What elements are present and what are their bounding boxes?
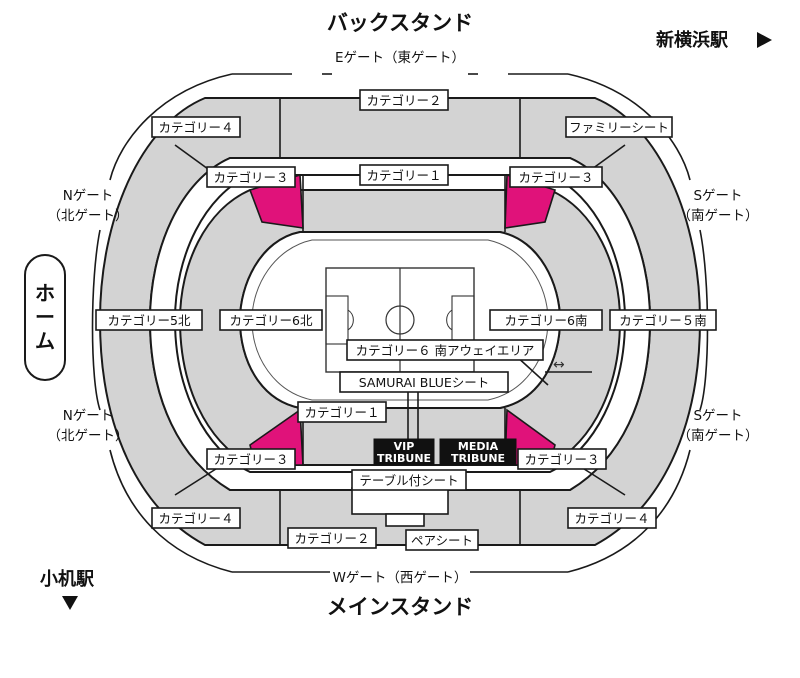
svg-text:TRIBUNE: TRIBUNE: [377, 452, 431, 465]
penalty-box-north: [325, 295, 349, 345]
center-circle: [385, 305, 415, 335]
shin-yokohama-station: 新横浜駅: [656, 29, 772, 51]
svg-text:カテゴリー３: カテゴリー３: [213, 452, 288, 467]
svg-text:ペアシート: ペアシート: [411, 533, 473, 548]
pair-seat-block: [385, 513, 425, 527]
svg-text:カテゴリー２: カテゴリー２: [294, 531, 369, 546]
svg-text:ー: ー: [35, 305, 55, 329]
svg-text:TRIBUNE: TRIBUNE: [451, 452, 505, 465]
label-category-4-nw[interactable]: カテゴリー４: [151, 116, 241, 138]
label-category-3-sw[interactable]: カテゴリー３: [206, 448, 296, 470]
label-category-6-south[interactable]: カテゴリー6南: [489, 309, 603, 331]
label-category-1-bottom[interactable]: カテゴリー１: [297, 401, 387, 423]
svg-text:カテゴリー３: カテゴリー３: [518, 170, 593, 185]
svg-text:ム: ム: [35, 329, 55, 353]
label-samurai-blue-seat[interactable]: SAMURAI BLUEシート: [339, 371, 509, 393]
north-gate-sub: （北ゲート）: [48, 208, 129, 224]
svg-text:VIP: VIP: [394, 440, 415, 453]
table-seat-block: [351, 487, 449, 515]
north-gate-lower: Nゲート （北ゲート）: [48, 408, 129, 444]
back-stand-title: バックスタンド: [327, 11, 473, 35]
svg-text:MEDIA: MEDIA: [458, 440, 499, 453]
kozukue-station: 小机駅: [40, 569, 95, 610]
label-media-tribune[interactable]: MEDIA TRIBUNE: [439, 438, 517, 466]
label-category-3-se[interactable]: カテゴリー３: [517, 448, 607, 470]
lower-stand-structure: [351, 380, 449, 527]
svg-text:カテゴリー5北: カテゴリー5北: [108, 313, 191, 328]
svg-text:カテゴリー４: カテゴリー４: [158, 511, 233, 526]
svg-text:カテゴリー１: カテゴリー１: [366, 168, 441, 183]
svg-text:カテゴリー３: カテゴリー３: [524, 452, 599, 467]
south-gate-sub: （南ゲート）: [678, 208, 759, 224]
penalty-arc-south: [446, 309, 453, 331]
svg-text:カテゴリー１: カテゴリー１: [304, 405, 379, 420]
shin-yokohama-label: 新横浜駅: [656, 29, 729, 51]
north-gate-label: Nゲート: [63, 188, 114, 204]
away-area-arrow-icon: ↔: [553, 357, 565, 373]
label-category-5-south[interactable]: カテゴリー５南: [609, 309, 717, 331]
east-gate-label: Eゲート（東ゲート）: [335, 50, 465, 66]
kozukue-label: 小机駅: [40, 569, 95, 590]
penalty-arc-north: [347, 309, 354, 331]
arrow-right-icon: [757, 32, 772, 48]
south-gate-label: Sゲート: [693, 188, 742, 204]
svg-text:カテゴリー５南: カテゴリー５南: [619, 313, 707, 328]
label-category-4-se[interactable]: カテゴリー４: [567, 507, 657, 529]
south-gate-sub: （南ゲート）: [678, 428, 759, 444]
label-category-5-north[interactable]: カテゴリー5北: [95, 309, 203, 331]
label-category-4-sw[interactable]: カテゴリー４: [151, 507, 241, 529]
svg-text:テーブル付シート: テーブル付シート: [359, 473, 458, 488]
main-stand-title: メインスタンド: [327, 595, 474, 619]
label-category-2-bottom[interactable]: カテゴリー２: [287, 527, 377, 549]
svg-text:カテゴリー６ 南アウェイエリア: カテゴリー６ 南アウェイエリア: [356, 343, 535, 358]
svg-text:カテゴリー6北: カテゴリー6北: [230, 313, 313, 328]
label-category-3-nw[interactable]: カテゴリー３: [206, 166, 296, 188]
pitch-area: [238, 231, 562, 409]
svg-text:カテゴリー３: カテゴリー３: [213, 170, 288, 185]
north-gate-sub: （北ゲート）: [48, 428, 129, 444]
arrow-down-icon: [62, 596, 78, 610]
svg-text:ホ: ホ: [35, 281, 55, 305]
svg-text:ファミリーシート: ファミリーシート: [569, 120, 669, 135]
label-category-6-north[interactable]: カテゴリー6北: [219, 309, 323, 331]
home-label: ホ ー ム: [24, 254, 66, 381]
label-category-1-top[interactable]: カテゴリー１: [359, 164, 449, 186]
svg-text:カテゴリー２: カテゴリー２: [366, 93, 441, 108]
label-family-seat[interactable]: ファミリーシート: [565, 116, 673, 138]
west-gate-label: Wゲート（西ゲート）: [333, 570, 468, 586]
label-category-3-ne[interactable]: カテゴリー３: [509, 166, 603, 188]
svg-text:カテゴリー6南: カテゴリー6南: [505, 313, 588, 328]
svg-text:SAMURAI BLUEシート: SAMURAI BLUEシート: [359, 375, 490, 390]
svg-text:カテゴリー４: カテゴリー４: [158, 120, 233, 135]
north-gate-label: Nゲート: [63, 408, 114, 424]
label-pair-seat[interactable]: ペアシート: [405, 529, 479, 551]
label-category-6-away[interactable]: カテゴリー６ 南アウェイエリア: [346, 339, 544, 361]
label-category-2-top[interactable]: カテゴリー２: [359, 89, 449, 111]
north-gate-upper: Nゲート （北ゲート）: [48, 188, 129, 224]
south-gate-upper: Sゲート （南ゲート）: [678, 188, 759, 224]
south-gate-lower: Sゲート （南ゲート）: [678, 408, 759, 444]
south-gate-label: Sゲート: [693, 408, 742, 424]
track-lane: [251, 239, 549, 401]
label-table-seat[interactable]: テーブル付シート: [351, 469, 467, 491]
label-vip-tribune[interactable]: VIP TRIBUNE: [373, 438, 435, 466]
svg-text:カテゴリー４: カテゴリー４: [574, 511, 649, 526]
